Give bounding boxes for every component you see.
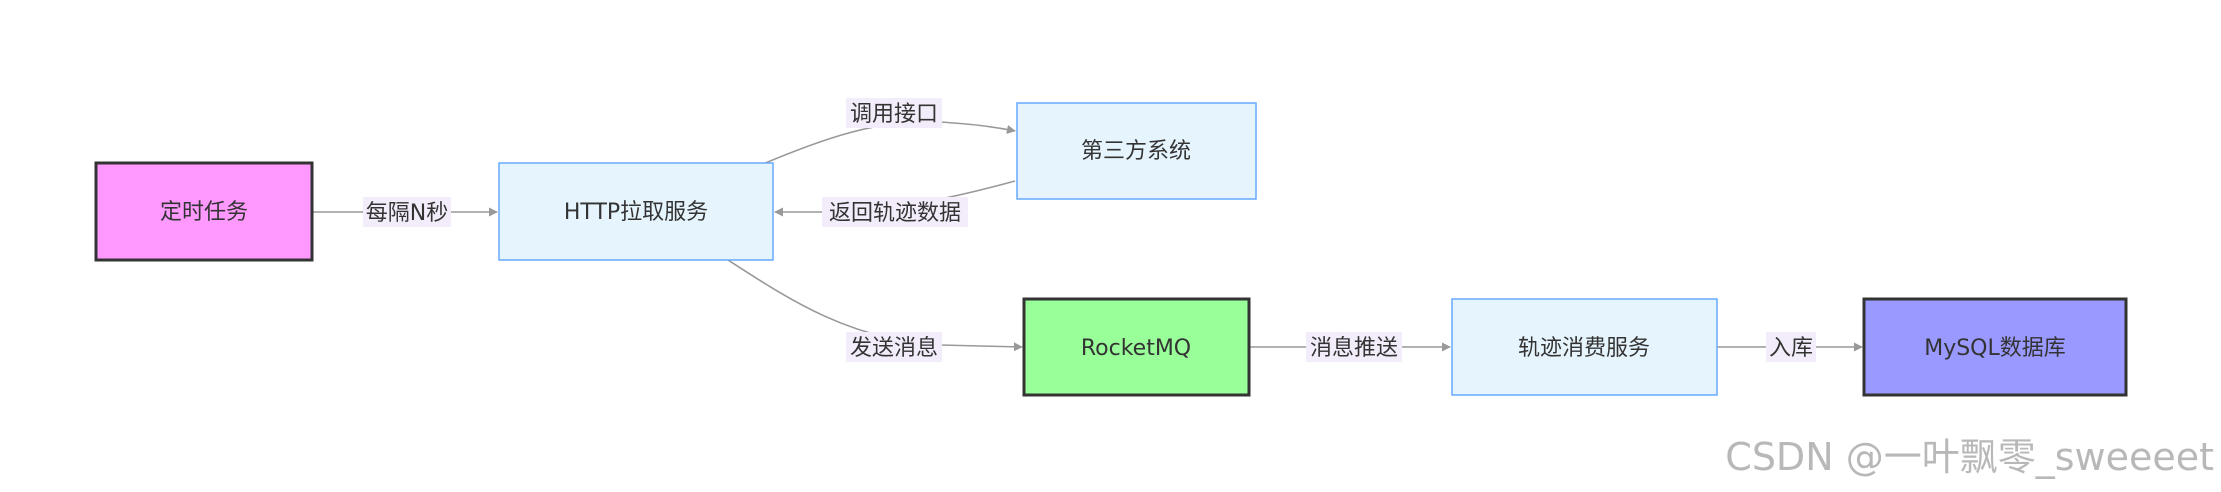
node-box [1451,298,1718,396]
node-mysql-database: MySQL数据库 [1862,297,2128,397]
node-box [1022,297,1251,397]
node-trajectory-consumer-service: 轨迹消费服务 [1451,298,1718,396]
node-third-party-system: 第三方系统 [1016,102,1257,200]
edge-label-bg [846,98,942,128]
node-label: MySQL数据库 [1924,336,2066,361]
edge-label-bg [1306,332,1402,362]
node-label: 定时任务 [160,200,248,225]
node-label: HTTP拉取服务 [564,200,708,225]
node-timer-task: 定时任务 [94,161,314,262]
node-box [1016,102,1257,200]
edge-label-text: 每隔N秒 [366,201,448,226]
node-box [498,162,774,261]
edge-label-bg [846,332,942,362]
node-label: RocketMQ [1081,336,1191,361]
edge-label-text: 返回轨迹数据 [829,201,961,226]
node-label: 第三方系统 [1081,139,1191,164]
edge-label-http-mq: 发送消息 [846,332,942,362]
watermark: CSDN @一叶飘零_sweeeet [1725,435,2214,479]
node-box [1862,297,2128,397]
nodes: 定时任务 HTTP拉取服务 第三方系统 RocketMQ 轨迹消费服务 MySQ… [94,102,2128,397]
node-rocketmq: RocketMQ [1022,297,1251,397]
edge-label-http-third: 调用接口 [846,98,942,128]
edge-label-third-http: 返回轨迹数据 [822,197,968,227]
edge-label-text: 发送消息 [850,336,938,361]
node-http-pull-service: HTTP拉取服务 [498,162,774,261]
edge-label-bg [1766,332,1816,362]
edge-label-text: 消息推送 [1310,336,1398,361]
edge-labels: 每隔N秒 调用接口 返回轨迹数据 发送消息 消息推送 入库 [363,98,1816,362]
node-label: 轨迹消费服务 [1518,336,1650,361]
edge-label-mq-consumer: 消息推送 [1306,332,1402,362]
edge-label-bg [822,197,968,227]
edge-label-consumer-mysql: 入库 [1766,332,1816,362]
edge-label-text: 调用接口 [850,102,938,127]
node-box [94,161,314,262]
edge-label-timer-http: 每隔N秒 [363,197,451,227]
edge-label-bg [363,197,451,227]
edge-label-text: 入库 [1769,336,1813,361]
